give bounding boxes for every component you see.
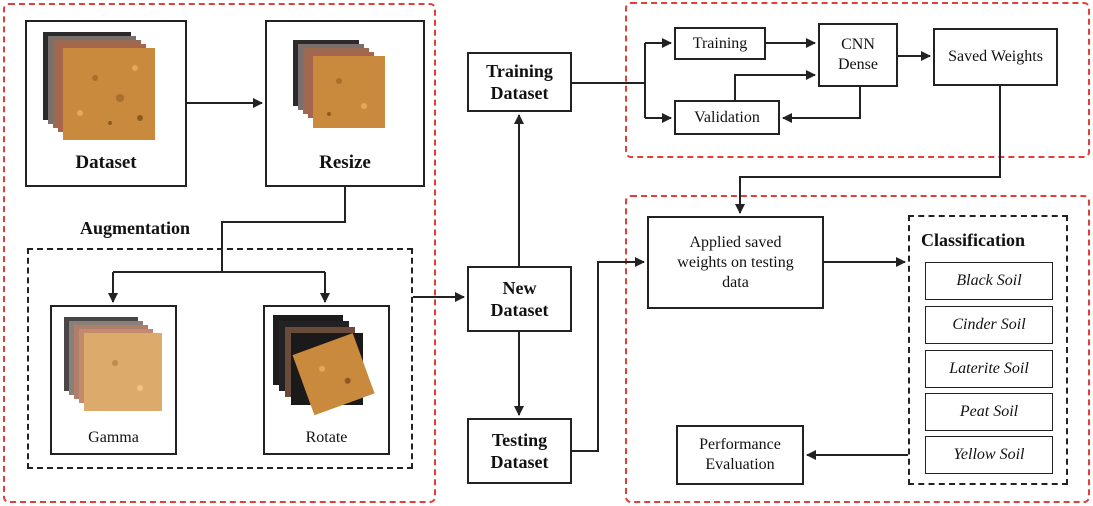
augmentation-region <box>27 248 413 469</box>
applied-weights-box: Applied saved weights on testing data <box>647 216 824 309</box>
class-laterite-soil: Laterite Soil <box>925 350 1053 388</box>
testing-region <box>625 195 1090 503</box>
rotate-image-stack <box>273 315 375 416</box>
rotate-box: Rotate <box>263 305 390 455</box>
performance-evaluation-box: Performance Evaluation <box>676 425 804 485</box>
class-yellow-soil: Yellow Soil <box>925 436 1053 474</box>
dataset-box: Dataset <box>25 20 187 187</box>
new-dataset-box: New Dataset <box>467 266 572 332</box>
validation-box: Validation <box>674 100 780 135</box>
training-box: Training <box>674 27 766 60</box>
gamma-label: Gamma <box>88 429 139 446</box>
augmentation-label: Augmentation <box>80 218 191 238</box>
dataset-label: Dataset <box>75 152 137 173</box>
class-black-soil: Black Soil <box>925 262 1053 300</box>
training-region <box>625 2 1090 158</box>
gamma-image-stack <box>64 317 162 411</box>
preprocessing-region <box>3 3 436 503</box>
testing-dataset-box: Testing Dataset <box>467 418 572 484</box>
rotate-label: Rotate <box>305 429 348 446</box>
class-cinder-soil: Cinder Soil <box>925 306 1053 344</box>
resize-box: Resize <box>265 20 425 187</box>
resized-image-stack <box>293 40 385 128</box>
saved-weights-box: Saved Weights <box>933 28 1058 86</box>
classification-region <box>908 215 1068 485</box>
cnn-dense-box: CNN Dense <box>818 23 898 87</box>
resize-label: Resize <box>319 152 371 173</box>
classification-title: Classification <box>921 230 1026 250</box>
training-dataset-box: Training Dataset <box>467 52 572 112</box>
class-peat-soil: Peat Soil <box>925 393 1053 431</box>
soil-image-stack <box>43 32 155 140</box>
gamma-box: Gamma <box>50 305 177 455</box>
